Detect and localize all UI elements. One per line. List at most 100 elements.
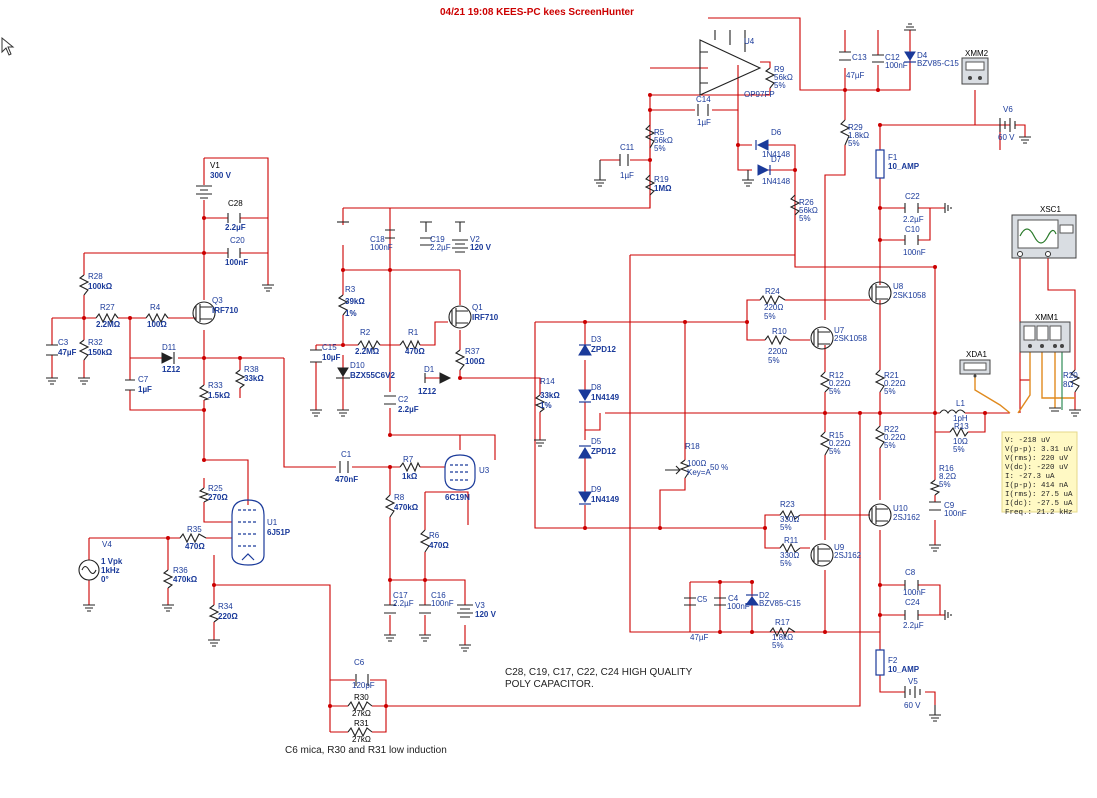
label-value: 47µF	[690, 633, 709, 642]
label-value: 2SJ162	[893, 513, 921, 522]
label-value: 300 V	[210, 171, 232, 180]
label-value: 120 V	[470, 243, 492, 252]
label-value: 56kΩ	[654, 136, 673, 145]
xmm2-multimeter[interactable]	[961, 57, 989, 85]
label-ref: XSC1	[1040, 205, 1061, 214]
label-value: 1µF	[138, 385, 152, 394]
label-ref: R26	[799, 198, 814, 207]
label-ref: C17	[393, 591, 408, 600]
label-value: 6J51P	[267, 528, 291, 537]
probe-line: V: -218 uV	[1005, 437, 1051, 445]
label-ref: R28	[88, 272, 103, 281]
label-value: 2.2MΩ	[96, 320, 121, 329]
label-value: 330Ω	[780, 515, 799, 524]
label-ref: R24	[765, 287, 780, 296]
label-ref: C18	[370, 235, 385, 244]
ground-symbols	[46, 23, 1081, 722]
label-ref: R35	[187, 525, 202, 534]
label-ref: R20	[1063, 371, 1078, 380]
label-ref: L1	[956, 399, 965, 408]
label-ref: C15	[322, 343, 337, 352]
probe-line: I: -27.3 uA	[1005, 473, 1055, 481]
label-ref: R6	[429, 531, 440, 540]
label-ref: C28	[228, 199, 243, 208]
label-tol: 5%	[884, 387, 896, 396]
label-tol: 5%	[848, 139, 860, 148]
xda1-distortion-analyzer[interactable]	[959, 359, 991, 378]
label-ref: C19	[430, 235, 445, 244]
label-tol: 5%	[939, 480, 951, 489]
xmm1-multimeter[interactable]	[1019, 321, 1071, 353]
label-value: 1kHz	[101, 566, 120, 575]
label-value: 56kΩ	[774, 73, 793, 82]
label-ref: R37	[465, 347, 480, 356]
label-ref: C1	[341, 450, 352, 459]
label-ref: D1	[424, 365, 435, 374]
probe-readout: V: -218 uV V(p-p): 3.31 uV V(rms): 220 u…	[1001, 431, 1078, 517]
label-value: 1µF	[697, 118, 711, 127]
label-value: 1Z12	[162, 365, 181, 374]
label-value: 100nF	[903, 248, 926, 257]
label-ref: R3	[345, 285, 356, 294]
label-value: 10Ω	[953, 437, 968, 446]
label-value: IRF710	[212, 306, 239, 315]
label-ref: D10	[350, 361, 365, 370]
label-ref: R8	[394, 493, 405, 502]
label-value: BZX55C6V2	[350, 371, 395, 380]
label-value: IRF710	[472, 313, 499, 322]
label-value: 2SK1058	[834, 334, 867, 343]
label-ref: D11	[162, 343, 177, 352]
label-value: 2.2MΩ	[355, 347, 380, 356]
label-value: 56kΩ	[799, 206, 818, 215]
label-pct: 50 %	[710, 463, 728, 472]
label-value: 100nF	[225, 258, 248, 267]
label-ref: C5	[697, 595, 708, 604]
label-value: 470kΩ	[173, 575, 198, 584]
label-tol: 5%	[772, 641, 784, 650]
label-ref: Q3	[212, 296, 223, 305]
label-ref: R33	[208, 381, 223, 390]
label-ref: V2	[470, 235, 480, 244]
label-value: 1N4149	[591, 393, 620, 402]
label-value: 60 V	[998, 133, 1015, 142]
label-value: 2SK1058	[893, 291, 926, 300]
label-ref: U3	[479, 466, 490, 475]
label-value: 470nF	[335, 475, 358, 484]
xsc1-oscilloscope[interactable]	[1011, 214, 1077, 259]
label-ref: R4	[150, 303, 161, 312]
label-key: Key=A	[687, 468, 711, 477]
label-ref: C24	[905, 598, 920, 607]
label-value: 120 V	[475, 610, 497, 619]
label-ref: R15	[829, 431, 844, 440]
label-ref: R19	[654, 175, 669, 184]
label-ref: C14	[696, 95, 711, 104]
label-ref: R29	[848, 123, 863, 132]
label-value: 8.2Ω	[939, 472, 956, 481]
label-value: 270Ω	[208, 493, 228, 502]
poly-capacitor-note: C28, C19, C17, C22, C24 HIGH QUALITY	[505, 667, 693, 678]
label-value: 1µF	[620, 171, 634, 180]
junction-dots	[82, 88, 987, 708]
probe-line: V(p-p): 3.31 uV	[1005, 446, 1073, 454]
label-value: 2SJ162	[834, 551, 862, 560]
label-tol: 5%	[799, 214, 811, 223]
label-ref: D7	[771, 155, 782, 164]
label-ref: C7	[138, 375, 149, 384]
label-ref: R38	[244, 365, 259, 374]
label-ref: C2	[398, 395, 409, 404]
label-value: 1.8kΩ	[772, 633, 793, 642]
label-value: 1.8kΩ	[848, 131, 869, 140]
mica-note: C6 mica, R30 and R31 low induction	[285, 745, 447, 756]
label-tol: 1%	[345, 309, 357, 318]
label-value: 2.2µF	[398, 405, 419, 414]
label-value: 33kΩ	[540, 391, 560, 400]
label-value: 0.22Ω	[829, 379, 851, 388]
label-ref: D4	[917, 51, 928, 60]
label-ref: R21	[884, 371, 899, 380]
label-value: 2.2µF	[393, 599, 414, 608]
label-value: 33kΩ	[244, 374, 264, 383]
label-value: 47µF	[58, 348, 77, 357]
label-value: 470Ω	[185, 542, 205, 551]
label-ref: D9	[591, 485, 602, 494]
label-ref: C6	[354, 658, 365, 667]
